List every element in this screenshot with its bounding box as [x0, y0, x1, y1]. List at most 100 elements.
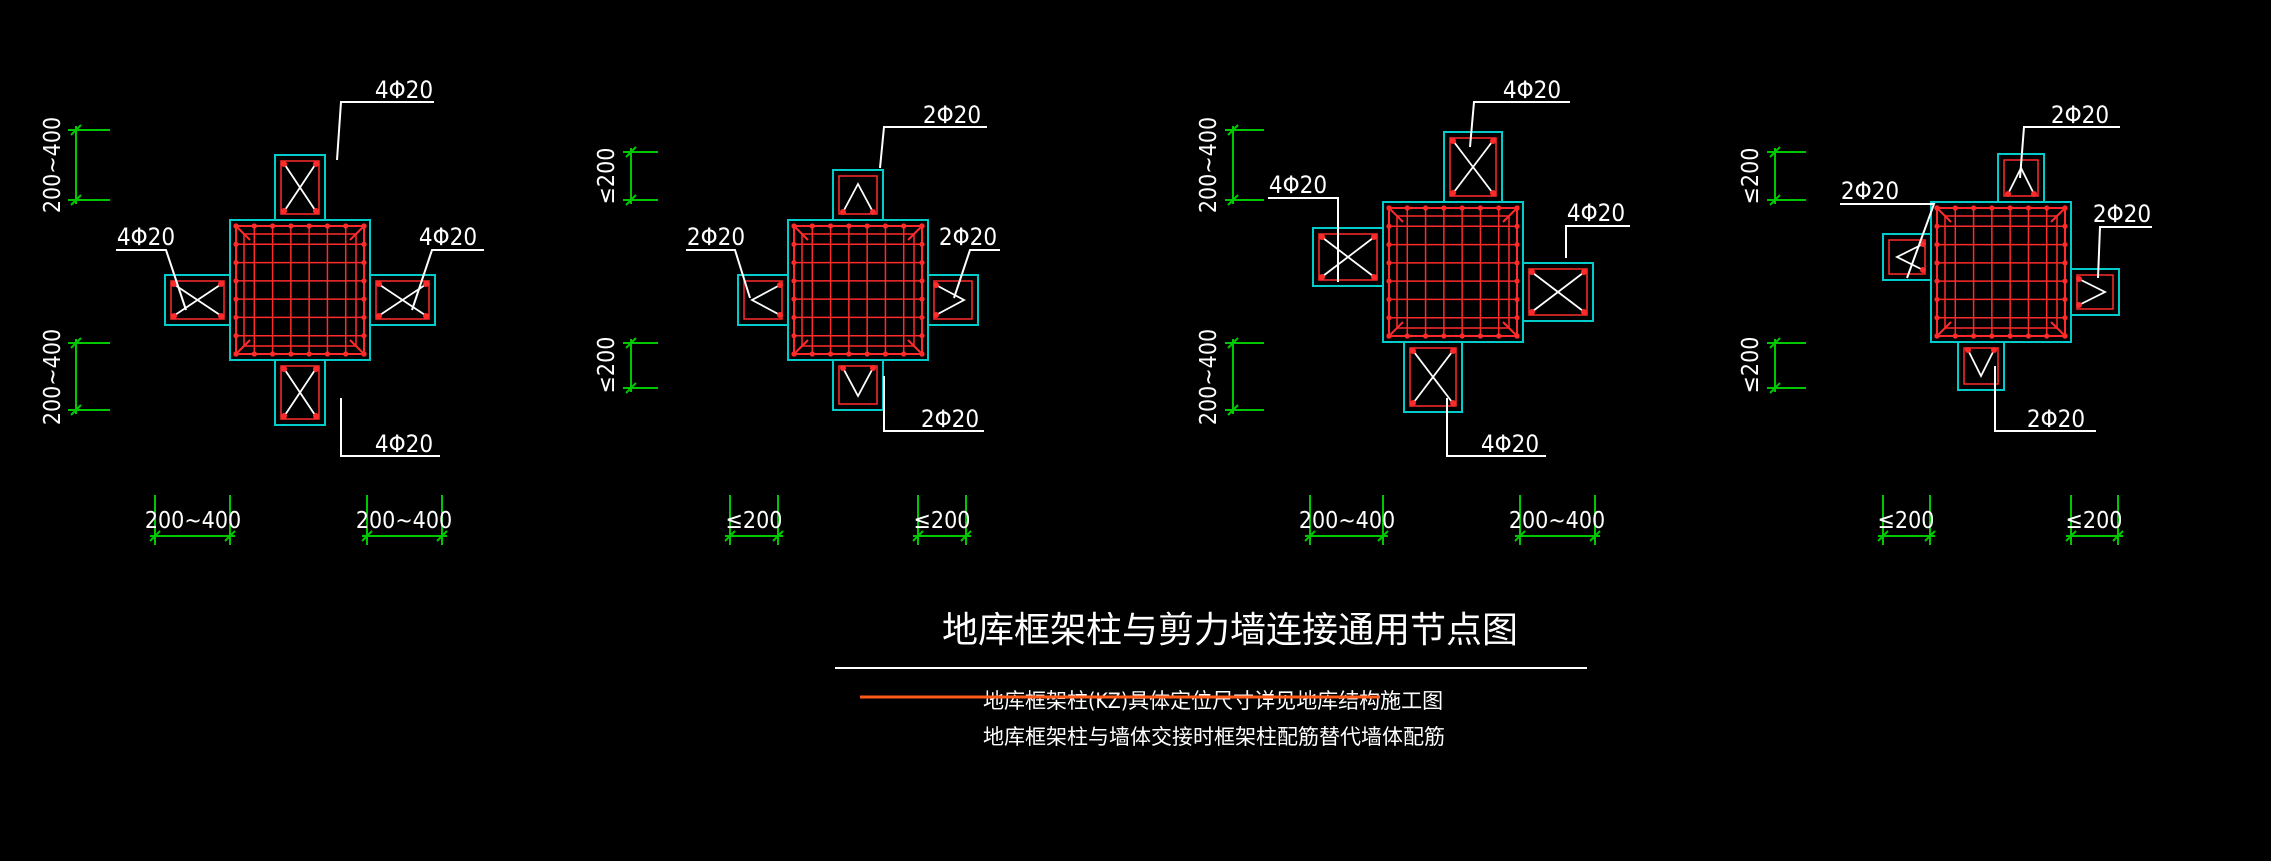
detail-3-leader-left: 4Φ20	[1268, 171, 1339, 282]
detail-1-horizontal-dimension-left: 200~400	[145, 495, 241, 545]
detail-1-leader-top: 4Φ20	[336, 76, 434, 161]
detail-3-label-bottom: 4Φ20	[1481, 430, 1539, 458]
detail-1-horiz-left-label: 200~400	[145, 508, 241, 534]
detail-1-geometry	[164, 154, 436, 426]
detail-2-leader-left: 2Φ20	[686, 223, 751, 299]
detail-3-horiz-right-label: 200~400	[1509, 508, 1605, 534]
detail-3-vertical-dimension-top: 200~400	[1196, 117, 1264, 213]
detail-1-horizontal-dimension-right: 200~400	[356, 495, 452, 545]
wall-stub-top	[832, 169, 884, 221]
detail-3-horizontal-dimension-left: 200~400	[1299, 495, 1395, 545]
wall-rebar-right	[2076, 274, 2114, 310]
wall-stub-top	[1443, 131, 1503, 203]
detail-3-vert-top-label: 200~400	[1196, 117, 1222, 213]
wall-rebar-top	[838, 175, 878, 215]
column-outline	[1882, 153, 2120, 391]
detail-4-horiz-left-label: ≤200	[1878, 508, 1935, 534]
column-outline	[164, 154, 436, 426]
detail-3-geometry	[1312, 131, 1594, 413]
detail-2-vertical-dimension-bottom: ≤200	[594, 337, 658, 394]
wall-stub-bottom	[1403, 341, 1463, 413]
detail-2-horizontal-dimension-left: ≤200	[724, 495, 784, 545]
wall-stub-left	[737, 274, 789, 326]
detail-1-leader-bottom: 4Φ20	[340, 398, 440, 458]
detail-2-label-bottom: 2Φ20	[921, 405, 979, 433]
wall-rebar-left	[1318, 233, 1378, 281]
detail-3-vert-bottom-label: 200~400	[1196, 329, 1222, 425]
wall-rebar-bottom	[838, 365, 878, 405]
wall-rebar-bottom	[1409, 347, 1457, 407]
detail-2-label-left: 2Φ20	[687, 223, 745, 251]
detail-3-leader-right: 4Φ20	[1565, 199, 1630, 258]
wall-stub-right	[2070, 268, 2120, 316]
detail-3-horizontal-dimension-right: 200~400	[1509, 495, 1605, 545]
wall-stub-right	[369, 274, 436, 326]
wall-stub-bottom	[274, 359, 326, 426]
wall-rebar-left	[743, 280, 783, 320]
detail-1-label-left: 4Φ20	[117, 223, 175, 251]
detail-1-vert-top-label: 200~400	[40, 117, 66, 213]
detail-1-label-right: 4Φ20	[419, 223, 477, 251]
detail-2-horizontal-dimension-right: ≤200	[912, 495, 972, 545]
detail-2-horiz-left-label: ≤200	[726, 508, 783, 534]
wall-stub-right	[1522, 262, 1594, 322]
detail-2-vertical-dimension-top: ≤200	[594, 146, 658, 206]
detail-2-label-right: 2Φ20	[939, 223, 997, 251]
drawing-title: 地库框架柱与剪力墙连接通用节点图	[942, 610, 1518, 651]
detail-1-leader-left: 4Φ20	[116, 223, 187, 311]
note-line-1: 地库框架柱(KZ)具体定位尺寸详见地库结构施工图	[983, 689, 1443, 713]
wall-rebar-bottom	[1963, 347, 1999, 385]
detail-3-label-top: 4Φ20	[1503, 76, 1561, 104]
wall-rebar-bottom	[280, 365, 320, 420]
detail-4-horizontal-dimension-right: ≤200	[2065, 495, 2124, 545]
wall-rebar-left	[1888, 239, 1926, 275]
detail-4-leader-top: 2Φ20	[2019, 101, 2120, 179]
detail-2: ≤200 ≤200 ≤200 ≤200 2Φ2	[594, 101, 1000, 545]
detail-4-leader-bottom: 2Φ20	[1994, 366, 2096, 433]
detail-3-label-right: 4Φ20	[1567, 199, 1625, 227]
detail-1: 200~400 200~400 200~400 200~400	[40, 76, 484, 545]
detail-4-leader-left: 2Φ20	[1840, 177, 1936, 279]
detail-4-horiz-right-label: ≤200	[2066, 508, 2123, 534]
detail-1-vert-bottom-label: 200~400	[40, 329, 66, 425]
detail-3: 200~400 200~400 200~400 200~400	[1196, 76, 1630, 545]
detail-3-vertical-dimension-bottom: 200~400	[1196, 329, 1264, 425]
wall-stub-bottom	[1957, 341, 2005, 391]
wall-stub-left	[164, 274, 231, 326]
wall-rebar-top	[1449, 137, 1497, 197]
detail-4-label-left: 2Φ20	[1841, 177, 1899, 205]
wall-rebar-top	[280, 160, 320, 215]
column-rebar-grid	[233, 223, 367, 357]
wall-rebar-left	[170, 280, 225, 320]
detail-1-horiz-right-label: 200~400	[356, 508, 452, 534]
detail-1-vertical-dimension-bottom: 200~400	[40, 329, 110, 425]
detail-4-horizontal-dimension-left: ≤200	[1877, 495, 1936, 545]
column-rebar-grid	[791, 223, 925, 357]
detail-4-label-right: 2Φ20	[2093, 200, 2151, 228]
detail-2-leader-top: 2Φ20	[879, 101, 987, 169]
detail-4-vertical-dimension-bottom: ≤200	[1738, 337, 1806, 394]
wall-rebar-right	[375, 280, 430, 320]
detail-4-vert-top-label: ≤200	[1738, 148, 1764, 205]
wall-stub-left	[1312, 227, 1384, 287]
detail-3-horiz-left-label: 200~400	[1299, 508, 1395, 534]
detail-4-geometry	[1882, 153, 2120, 391]
detail-1-leader-right: 4Φ20	[411, 223, 484, 311]
column-rebar-grid	[1934, 205, 2068, 339]
wall-stub-top	[274, 154, 326, 221]
detail-4: ≤200 ≤200 ≤200 ≤200 2Φ2	[1738, 101, 2152, 545]
detail-2-label-top: 2Φ20	[923, 101, 981, 129]
detail-4-vert-bottom-label: ≤200	[1738, 337, 1764, 394]
detail-2-vert-bottom-label: ≤200	[594, 337, 620, 394]
detail-1-label-top: 4Φ20	[375, 76, 433, 104]
wall-stub-left	[1882, 233, 1932, 281]
detail-3-leader-bottom: 4Φ20	[1446, 398, 1546, 458]
detail-4-label-bottom: 2Φ20	[2027, 405, 2085, 433]
detail-2-horiz-right-label: ≤200	[914, 508, 971, 534]
detail-1-vertical-dimension-top: 200~400	[40, 117, 110, 213]
wall-rebar-right	[1528, 268, 1588, 316]
detail-4-leader-right: 2Φ20	[2093, 200, 2152, 279]
detail-3-leader-top: 4Φ20	[1469, 76, 1570, 148]
